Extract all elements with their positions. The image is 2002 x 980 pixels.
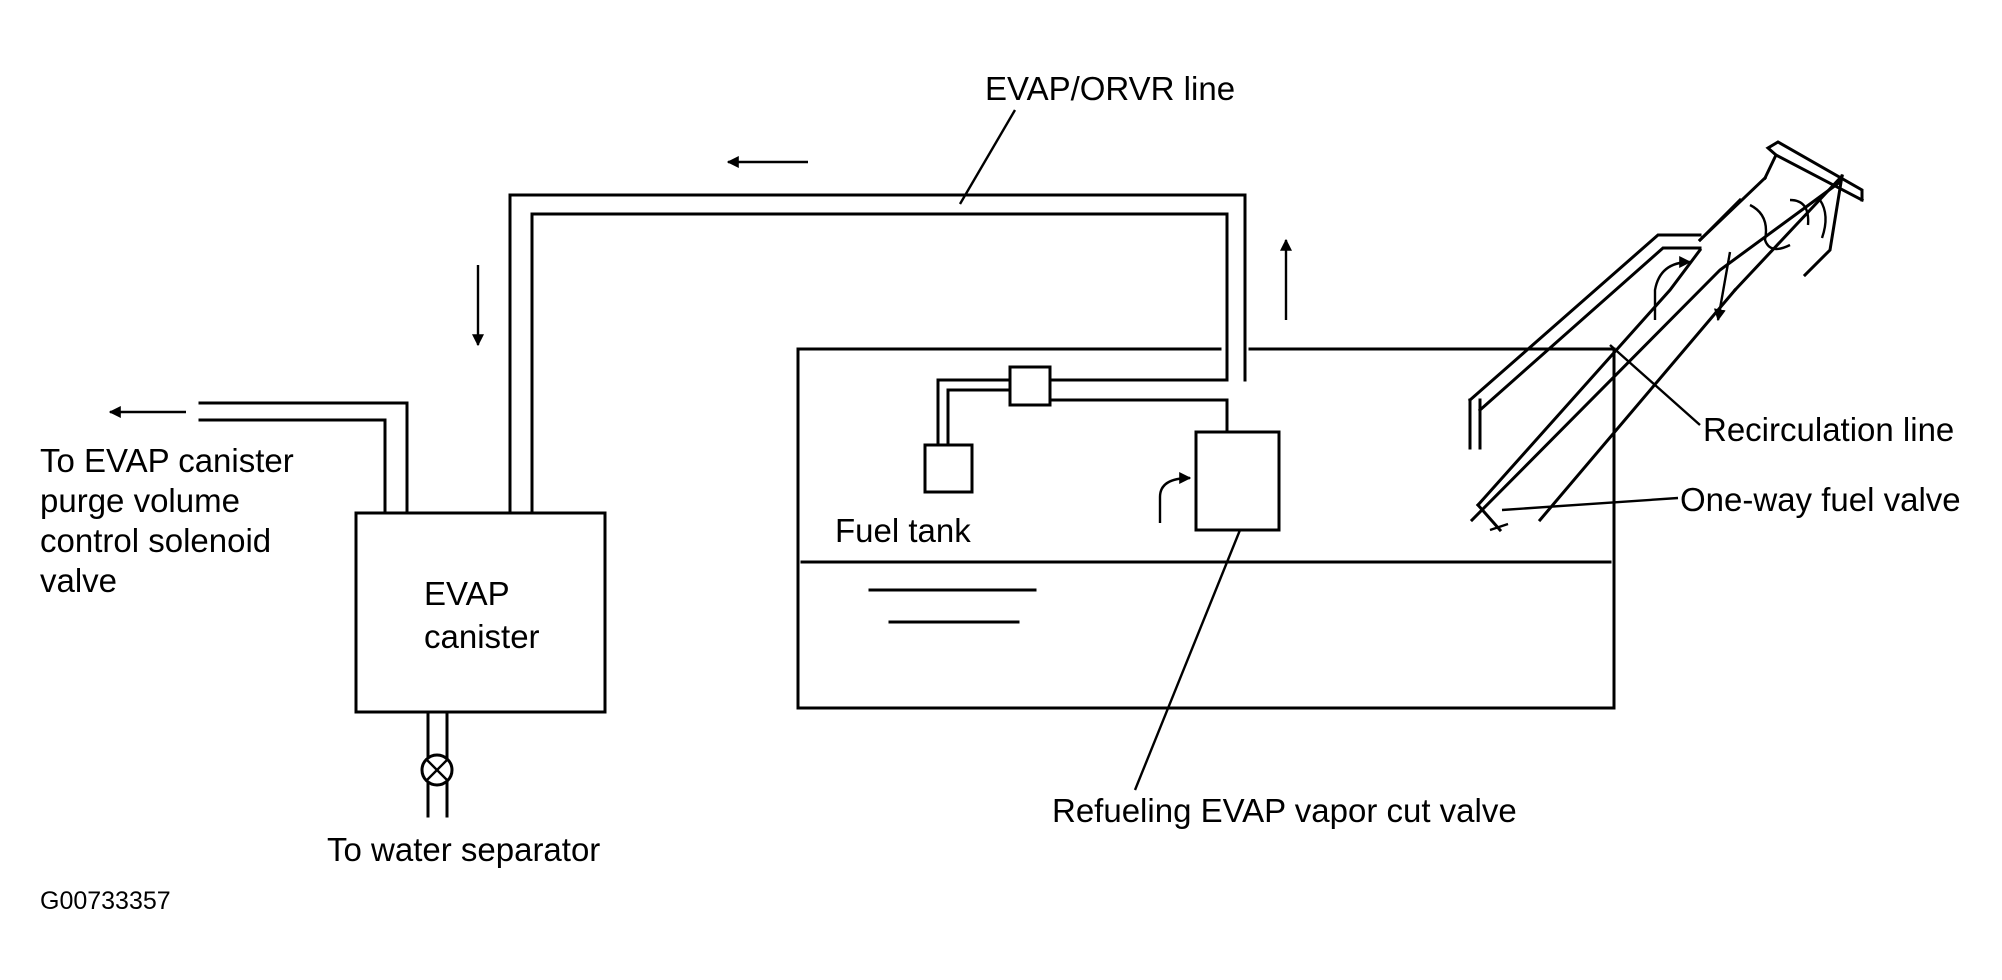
one-way-fuel-valve-label: One-way fuel valve [1680, 481, 1961, 518]
fuel-tank-inner-piping [923, 365, 1229, 494]
vapor-cut-valve-label: Refueling EVAP vapor cut valve [1052, 792, 1517, 829]
one-way-valve-leader-line [1501, 496, 1679, 512]
figure-code: G00733357 [40, 887, 171, 915]
canister-label-2: canister [424, 618, 540, 655]
evap-orvr-line-pipe [508, 193, 1247, 515]
recirculation-flow-down-arrow-icon [1713, 251, 1732, 322]
canister-label-1: EVAP [424, 575, 510, 612]
vapor-cut-valve-leader-line [1133, 529, 1242, 791]
evap-canister [354, 511, 607, 714]
vapor-flow-arrow-icon [1158, 472, 1192, 523]
recirculation-line-label: Recirculation line [1703, 411, 1954, 448]
refueling-evap-vapor-cut-valve [1194, 430, 1281, 532]
fuel-tank-label: Fuel tank [835, 512, 971, 549]
small-valve-block [1008, 365, 1052, 407]
evap-orvr-line-label: EVAP/ORVR line [985, 70, 1235, 107]
purge-line-pipe [198, 401, 409, 515]
filler-neck [1467, 140, 1865, 533]
purge-line-label-4: valve [40, 562, 117, 599]
water-separator-valve-icon [420, 753, 454, 787]
recirculation-flow-up-arrow-icon [1653, 256, 1692, 320]
purge-line-label-3: control solenoid [40, 522, 271, 559]
fuel-pump-block [923, 443, 974, 494]
water-separator-label: To water separator [327, 831, 600, 868]
fuel-tank [796, 347, 1616, 710]
evap-orvr-leader-line [958, 109, 1017, 205]
recirculation-leader-line [1609, 344, 1701, 426]
purge-line-label-2: purge volume [40, 482, 240, 519]
purge-line-label-1: To EVAP canister [40, 442, 294, 479]
